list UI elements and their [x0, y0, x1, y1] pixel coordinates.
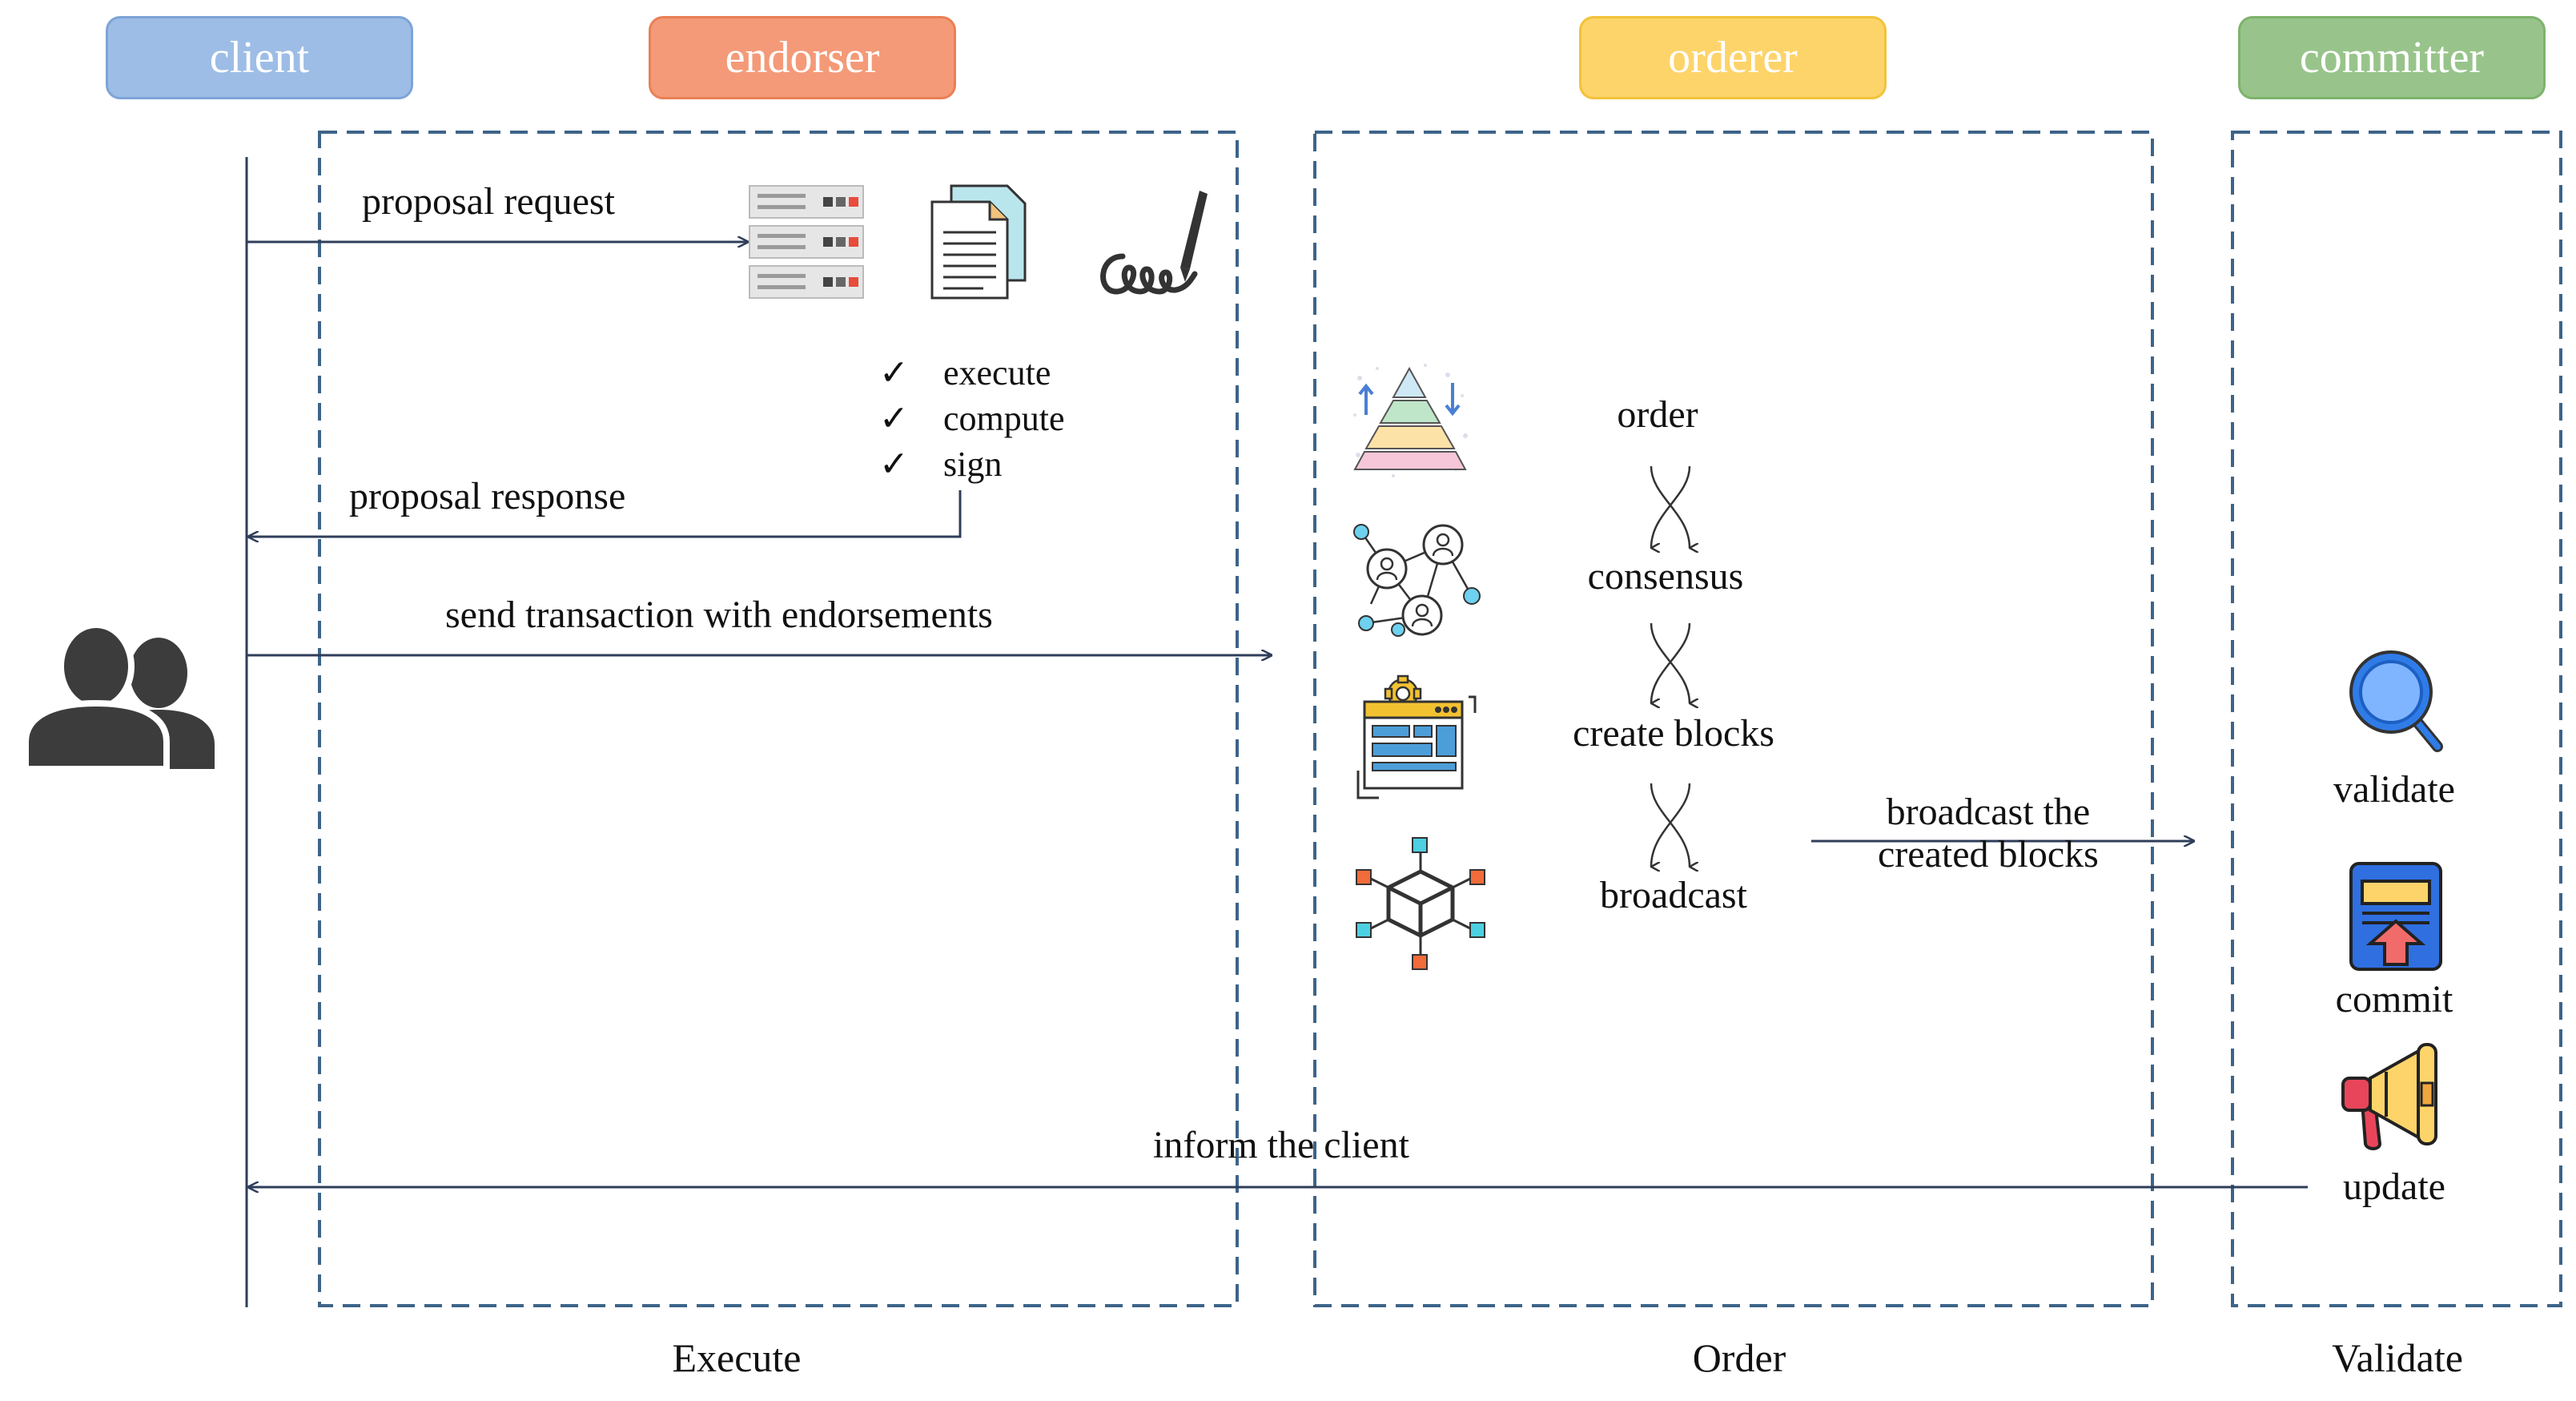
document-icon — [930, 184, 1027, 300]
orderer-step: create blocks — [1573, 712, 1774, 755]
validate-phase-box — [2231, 131, 2562, 1307]
proposal-response-arrow — [248, 490, 962, 537]
client-header: client — [106, 16, 413, 99]
endorser-step: ✓ sign — [879, 444, 1002, 485]
execute-phase-label: Execute — [672, 1335, 802, 1380]
endorser-step-label: compute — [943, 399, 1065, 438]
orderer-step: broadcast — [1600, 874, 1747, 916]
broadcast-blocks-line: created blocks — [1878, 832, 2099, 876]
endorser-header: endorser — [649, 16, 956, 99]
broadcast-blocks-label: broadcast the created blocks — [1878, 791, 2099, 876]
step-connector — [1650, 465, 1690, 548]
order-phase-box — [1313, 131, 2154, 1307]
committer-step: validate — [2333, 768, 2455, 811]
broadcast-blocks-line: broadcast the — [1886, 791, 2091, 833]
orderer-step: consensus — [1587, 555, 1744, 598]
pyramid-icon — [1353, 364, 1468, 477]
endorser-step: ✓ compute — [879, 398, 1065, 439]
megaphone-icon — [2341, 1043, 2437, 1150]
upload-document-icon — [2349, 862, 2442, 971]
step-connector — [1650, 622, 1690, 703]
committer-header: committer — [2238, 16, 2546, 99]
signature-icon — [1100, 191, 1208, 295]
validate-phase-label: Validate — [2332, 1335, 2463, 1380]
checkmark-icon: ✓ — [879, 353, 909, 393]
execute-phase-box — [318, 131, 1239, 1307]
endorser-step: ✓ execute — [879, 352, 1051, 393]
orderer-step: order — [1617, 393, 1698, 436]
proposal-response-label: proposal response — [349, 475, 626, 517]
send-transaction-label: send transaction with endorsements — [445, 594, 993, 636]
client-header-label: client — [209, 33, 310, 83]
network-icon — [1353, 524, 1481, 637]
server-icon — [749, 185, 864, 299]
committer-step: update — [2343, 1165, 2445, 1208]
magnifier-icon — [2349, 650, 2443, 752]
committer-step: commit — [2335, 978, 2453, 1021]
users-icon — [22, 625, 215, 769]
checkmark-icon: ✓ — [879, 399, 909, 438]
orderer-header-label: orderer — [1668, 33, 1798, 83]
checkmark-icon: ✓ — [879, 445, 909, 484]
proposal-request-label: proposal request — [362, 180, 615, 223]
cube-network-icon — [1356, 837, 1485, 970]
endorser-step-label: execute — [943, 353, 1051, 393]
endorser-step-label: sign — [943, 445, 1003, 484]
orderer-header: orderer — [1579, 16, 1887, 99]
step-connector — [1650, 783, 1690, 867]
dashboard-icon — [1356, 674, 1477, 799]
order-phase-label: Order — [1692, 1335, 1786, 1380]
committer-header-label: committer — [2299, 33, 2485, 83]
endorser-header-label: endorser — [725, 33, 880, 83]
inform-client-label: inform the client — [1153, 1124, 1409, 1166]
